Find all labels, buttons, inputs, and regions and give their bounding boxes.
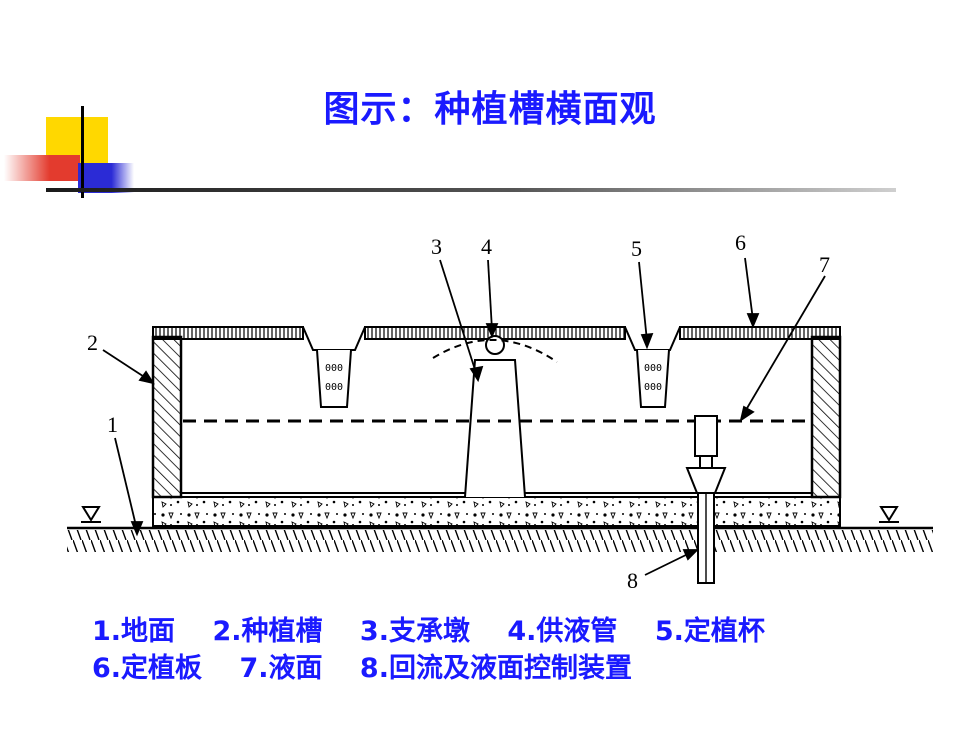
callout-2: 2 (87, 330, 98, 355)
callout-3: 3 (431, 234, 442, 259)
svg-text:000: 000 (644, 382, 662, 393)
callout-5: 5 (631, 236, 642, 261)
planting-cup: 000 000 (624, 326, 681, 408)
title-underline (46, 188, 896, 192)
legend-item: 7.液面 (239, 653, 323, 684)
planting-trough-diagram: 000 000 000 000 (67, 230, 933, 593)
corner-vertical-line (81, 106, 84, 198)
corner-red-block (4, 155, 80, 181)
gravel-base (152, 496, 841, 527)
legend: 1.地面 2.种植槽 3.支承墩 4.供液管 5.定植杯 6.定植板 7.液面 … (92, 613, 952, 687)
support-pier (464, 359, 526, 498)
callout-7: 7 (819, 252, 830, 277)
legend-item: 8.回流及液面控制装置 (359, 653, 632, 684)
callout-8: 8 (627, 568, 638, 593)
svg-text:000: 000 (644, 363, 662, 374)
legend-item: 4.供液管 (507, 616, 618, 647)
left-wall (151, 335, 183, 499)
callout-4: 4 (481, 234, 492, 259)
svg-text:000: 000 (325, 382, 343, 393)
leader-lines (102, 257, 826, 576)
legend-item: 1.地面 (92, 616, 176, 647)
ground (67, 506, 933, 552)
planting-cup: 000 000 (302, 326, 366, 408)
return-control-device (685, 415, 727, 584)
callout-6: 6 (735, 230, 746, 255)
legend-row-2: 6.定植板 7.液面 8.回流及液面控制装置 (92, 650, 952, 687)
legend-item: 2.种植槽 (212, 616, 323, 647)
page-title: 图示：种植槽横面观 (323, 89, 657, 130)
right-wall (810, 335, 842, 499)
svg-text:000: 000 (325, 363, 343, 374)
legend-item: 6.定植板 (92, 653, 203, 684)
legend-row-1: 1.地面 2.种植槽 3.支承墩 4.供液管 5.定植杯 (92, 613, 952, 650)
callout-1: 1 (107, 412, 118, 437)
feed-pipe (485, 335, 505, 355)
legend-item: 3.支承墩 (359, 616, 470, 647)
legend-item: 5.定植杯 (654, 616, 765, 647)
